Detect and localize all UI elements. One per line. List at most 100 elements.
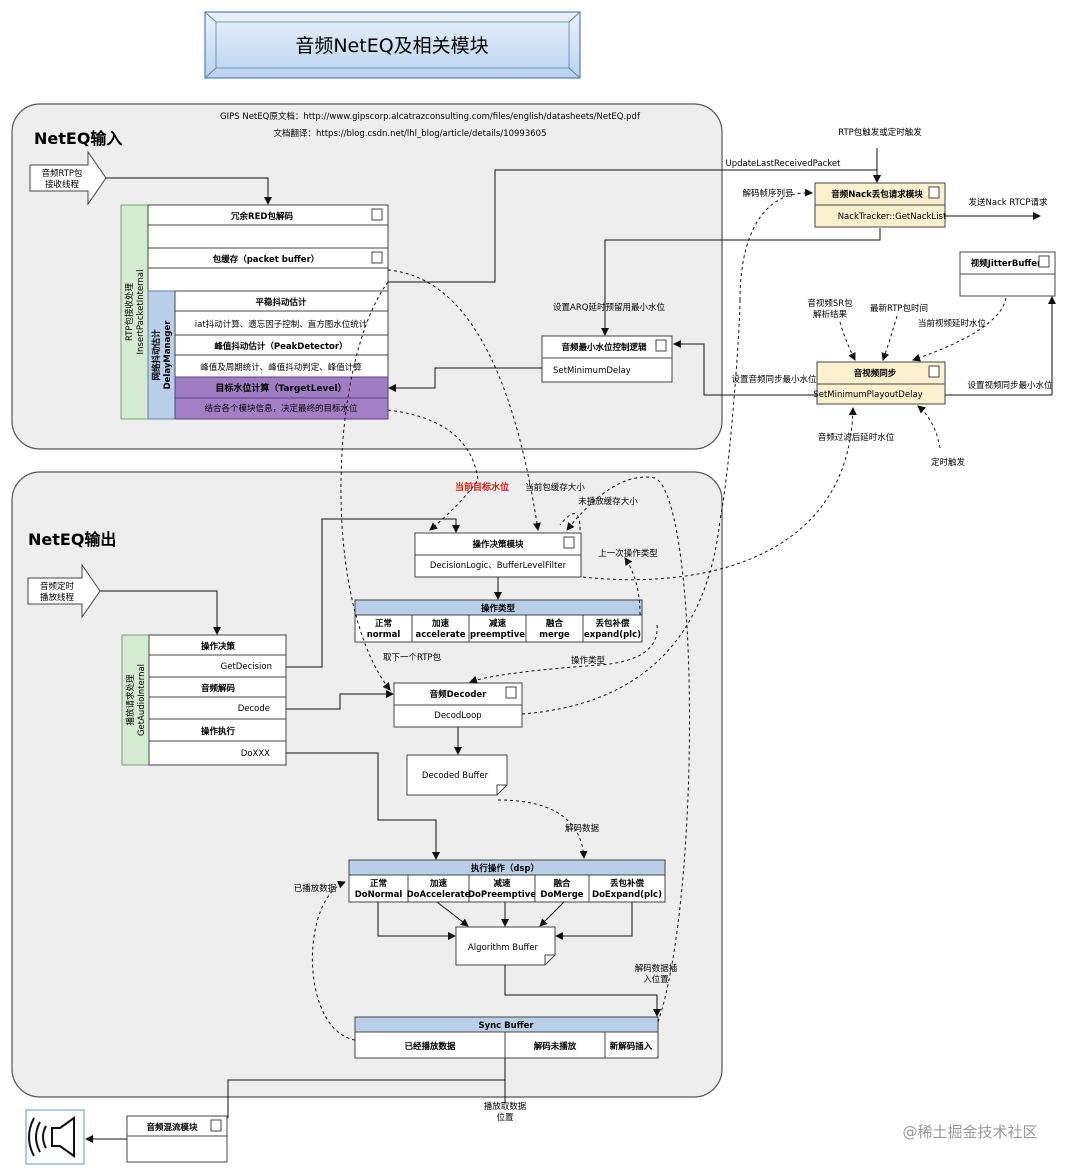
get-audio-sidebar: [121, 634, 150, 766]
svg-text:NackTracker::GetNackList: NackTracker::GetNackList: [838, 212, 947, 222]
svg-text:DecodLoop: DecodLoop: [434, 711, 481, 721]
insert-side-label-en: InsertPacketInternal: [136, 270, 146, 355]
svg-text:音视频SR包: 音视频SR包: [807, 298, 853, 309]
dsp-op-label-zh: 减速: [493, 878, 511, 889]
op-type-label-zh: 融合: [546, 618, 564, 629]
svg-text:DecisionLogic、BufferLevelFilte: DecisionLogic、BufferLevelFilter: [430, 561, 567, 571]
svg-text:播放线程: 播放线程: [40, 592, 75, 603]
svg-text:Algorithm Buffer: Algorithm Buffer: [468, 943, 539, 953]
svg-text:音频RTP包: 音频RTP包: [41, 168, 83, 179]
dsp-op-label-zh: 融合: [553, 878, 571, 889]
svg-text:SetMinimumPlayoutDelay: SetMinimumPlayoutDelay: [813, 390, 922, 400]
speaker-icon: [25, 1109, 85, 1165]
set-arq-label: 设置ARQ延时预留用最小水位: [553, 302, 665, 313]
audio-filtered-label: 音频过滤后延时水位: [818, 432, 895, 443]
svg-text:操作执行: 操作执行: [201, 726, 236, 737]
op-type-label-en: preemptive: [470, 630, 525, 640]
svg-text:GetDecision: GetDecision: [221, 662, 272, 672]
op-type-label-en: expand(plc): [584, 630, 641, 640]
op-types-table: 操作类型 正常normal加速accelerate减速preemptive融合m…: [354, 599, 643, 643]
played-data-label: 已播放数据: [294, 883, 337, 894]
svg-text:解码未播放: 解码未播放: [534, 1041, 577, 1052]
red-decode-box: 冗余RED包解码: [147, 204, 389, 249]
page-title: 音频NetEQ及相关模块: [295, 35, 488, 57]
audio-decode-box: 音频解码 Decode: [148, 676, 287, 720]
op-type-cell: [582, 614, 643, 643]
svg-text:iat抖动计算、遗忘因子控制、直方图水位统计: iat抖动计算、遗忘因子控制、直方图水位统计: [195, 319, 368, 330]
op-type-cell: [354, 614, 413, 643]
svg-text:平稳抖动估计: 平稳抖动估计: [255, 297, 307, 308]
dashed-connectors: [312, 188, 1007, 1041]
cur-target-label: 当前目标水位: [455, 481, 509, 493]
decoder-box: 音频Decoder DecodLoop: [393, 682, 523, 728]
output-title: NetEQ输出: [28, 530, 116, 549]
component-icon: [655, 339, 667, 352]
svg-text:音频最小水位控制逻辑: 音频最小水位控制逻辑: [561, 342, 647, 353]
svg-text:操作决策模块: 操作决策模块: [472, 539, 524, 550]
svg-text:DelayManager: DelayManager: [163, 320, 173, 390]
svg-text:Decoded Buffer: Decoded Buffer: [422, 771, 489, 781]
send-nack-label: 发送Nack RTCP请求: [969, 197, 1048, 208]
svg-text:入位置: 入位置: [643, 974, 669, 985]
algorithm-buffer-note: Algorithm Buffer: [455, 926, 556, 966]
packet-buffer-box: 包缓存（packet buffer）: [147, 247, 389, 292]
op-exec-box: 操作执行 DoXXX: [148, 718, 287, 766]
svg-text:结合各个模块信息，决定最终的目标水位: 结合各个模块信息，决定最终的目标水位: [204, 403, 358, 414]
op-type-cell: [411, 614, 470, 643]
svg-text:操作类型: 操作类型: [481, 603, 516, 614]
dsp-op-label-en: DoAccelerate: [407, 890, 471, 900]
op-type-label-zh: 减速: [489, 618, 507, 629]
decoded-data-label: 解码数据: [565, 823, 600, 834]
svg-text:包缓存（packet buffer）: 包缓存（packet buffer）: [213, 254, 320, 265]
svg-text:音频定时: 音频定时: [40, 581, 75, 592]
svg-text:音频Decoder: 音频Decoder: [430, 689, 488, 700]
svg-text:目标水位计算（TargetLevel）: 目标水位计算（TargetLevel）: [215, 382, 346, 394]
svg-text:Sync Buffer: Sync Buffer: [478, 1021, 534, 1031]
set-video-sync-label: 设置视频同步最小水位: [967, 380, 1053, 391]
rtp-trigger-label: RTP包触发或定时触发: [838, 127, 922, 138]
set-audio-sync-label: 设置音频同步最小水位: [731, 374, 817, 385]
svg-text:峰值及周期统计、峰值抖动判定、峰值计算: 峰值及周期统计、峰值抖动判定、峰值计算: [200, 362, 362, 373]
min-water-box: 音频最小水位控制逻辑 SetMinimumDelay: [541, 335, 673, 383]
dsp-op-cell: [588, 874, 666, 903]
svg-text:网络抖动估计: 网络抖动估计: [151, 329, 162, 381]
svg-text:音频Nack丢包请求模块: 音频Nack丢包请求模块: [831, 189, 923, 200]
svg-text:执行操作（dsp）: 执行操作（dsp）: [471, 863, 539, 874]
target-level-box: 目标水位计算（TargetLevel） 结合各个模块信息，决定最终的目标水位: [174, 376, 389, 420]
video-jitter-box: 视频JitterBuffer: [959, 251, 1056, 297]
mixer-box: 音频混流模块: [126, 1115, 228, 1163]
ref-trans: 文档翻译：https://blog.csdn.net/lhl_blog/arti…: [274, 128, 547, 139]
dsp-op-cell: [534, 874, 590, 903]
op-type-label-en: merge: [539, 630, 570, 640]
timer-label: 定时触发: [931, 457, 966, 468]
svg-text:播放取数据: 播放取数据: [484, 1101, 527, 1112]
svg-text:播放请求处理: 播放请求处理: [125, 674, 136, 726]
insert-packet-sidebar: [120, 204, 149, 420]
svg-text:已经播放数据: 已经播放数据: [404, 1041, 456, 1052]
update-last-label: UpdateLastReceivedPacket: [726, 159, 842, 169]
solid-connectors: [85, 148, 1056, 1143]
component-icon: [928, 186, 940, 199]
fetch-rtp-label: 取下一个RTP包: [383, 652, 442, 663]
latest-rtp-label: 最新RTP包时间: [870, 303, 928, 314]
svg-text:解析结果: 解析结果: [813, 309, 848, 320]
op-type-cell: [468, 614, 527, 643]
op-type-label-zh: 正常: [375, 618, 392, 629]
decision-module-box: 操作决策模块 DecisionLogic、BufferLevelFilter: [414, 532, 582, 578]
dsp-op-label-zh: 正常: [370, 878, 387, 889]
dsp-op-cell: [348, 874, 409, 903]
last-op-label: 上一次操作类型: [598, 548, 658, 559]
play-thread-arrow: 音频定时 播放线程: [27, 563, 101, 619]
op-decide-box: 操作决策 GetDecision: [148, 634, 287, 678]
dsp-op-label-en: DoPreemptive: [468, 890, 536, 900]
svg-text:SetMinimumDelay: SetMinimumDelay: [553, 366, 631, 376]
dsp-op-label-en: DoExpand(plc): [592, 890, 662, 900]
nack-module-box: 音频Nack丢包请求模块 NackTracker::GetNackList: [814, 182, 947, 228]
peak-jitter-box: 峰值抖动估计（PeakDetector） 峰值及周期统计、峰值抖动判定、峰值计算: [174, 334, 389, 378]
svg-text:峰值抖动估计（PeakDetector）: 峰值抖动估计（PeakDetector）: [214, 341, 347, 352]
svg-text:音频混流模块: 音频混流模块: [146, 1122, 198, 1133]
svg-text:音频解码: 音频解码: [201, 683, 236, 694]
av-sync-box: 音视频同步 SetMinimumPlayoutDelay: [813, 361, 946, 405]
delay-manager-sidebar: [147, 290, 176, 420]
